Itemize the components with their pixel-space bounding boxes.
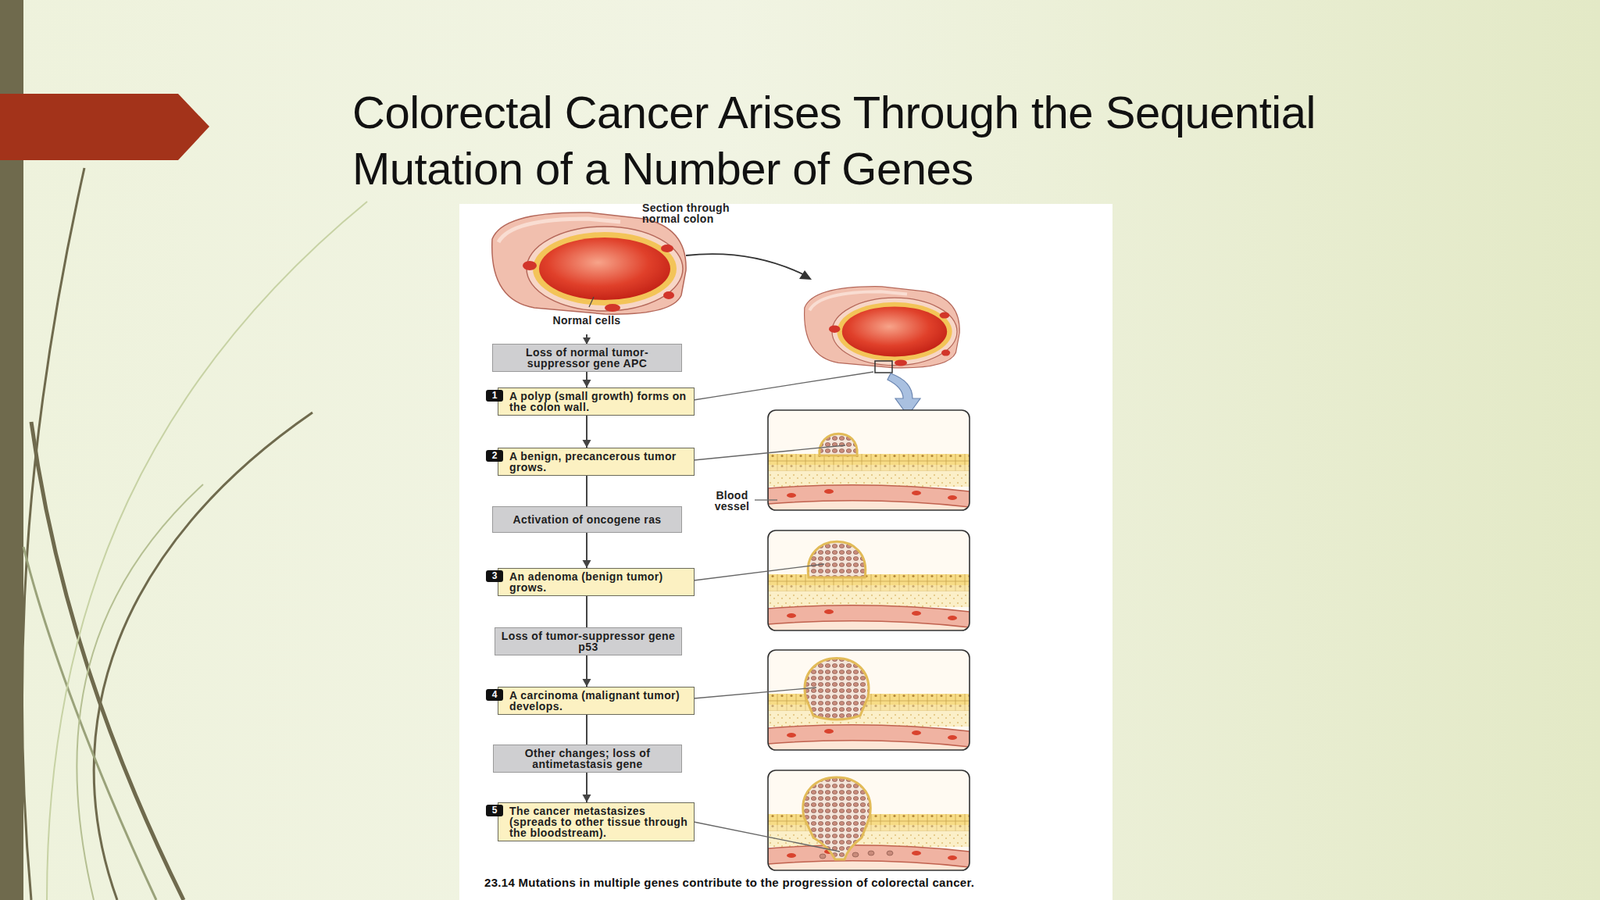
figure-label: Blood vessel (707, 489, 757, 512)
flow-connector (582, 532, 592, 568)
box-text: Other changes; loss of antimetastasis ge… (496, 747, 679, 770)
leader-line (693, 445, 846, 461)
arrow-head (582, 439, 592, 448)
tissue-panel (767, 650, 970, 750)
leader-line (693, 371, 874, 400)
colon-section (492, 212, 686, 315)
box-text: A polyp (small growth) forms on the colo… (509, 389, 687, 414)
callout-number: 2 (485, 450, 504, 462)
box-text: Loss of normal tumor-suppressor gene APC (496, 346, 679, 369)
flow-connector (586, 475, 588, 507)
box-text: A carcinoma (malignant tumor) develops. (509, 689, 680, 713)
deco-curve (46, 201, 368, 900)
flow-line (585, 532, 588, 568)
callout-number: 5 (485, 804, 504, 817)
deco-curve (76, 484, 204, 900)
flow-line (585, 475, 588, 507)
mutation-box: Other changes; loss of antimetastasis ge… (492, 744, 683, 773)
tissue-panel (767, 770, 970, 871)
arrow-head (582, 560, 592, 568)
box-text: A benign, precancerous tumor grows. (509, 450, 677, 474)
arrow-head (582, 379, 592, 388)
figure-label: Normal cells (539, 314, 634, 326)
mutation-box: Activation of oncogene ras (492, 506, 683, 533)
stage-box: 2A benign, precancerous tumor grows. (497, 447, 695, 476)
zoom-arrow (887, 373, 921, 416)
flow-line (585, 714, 588, 745)
flow-line (585, 655, 588, 687)
deco-curve (31, 421, 184, 900)
title-tab (0, 93, 210, 161)
box-text: The cancer metastasizes (spreads to othe… (509, 804, 688, 840)
tissue-panel (767, 410, 970, 511)
flow-line (585, 371, 588, 388)
flow-connector (582, 655, 592, 687)
mutation-box: Loss of normal tumor-suppressor gene APC (492, 343, 683, 372)
mutation-box: Loss of tumor-suppressor gene p53 (494, 627, 683, 656)
leader-line (693, 564, 825, 581)
flow-connector (582, 415, 592, 448)
slide-title: Colorectal Cancer Arises Through the Seq… (352, 84, 1486, 197)
flow-line (585, 415, 588, 448)
flow-connector (582, 772, 592, 803)
flow-line (585, 772, 588, 803)
callout-number: 1 (485, 389, 504, 402)
arrow-head (582, 794, 592, 803)
magnify-marker (875, 360, 893, 373)
flow-line (585, 596, 588, 628)
flow-connector (582, 371, 592, 388)
arrow-head (799, 270, 812, 280)
figure-label: Section through normal colon (642, 202, 760, 225)
box-text: Loss of tumor-suppressor gene p53 (498, 630, 679, 653)
flow-connector (586, 714, 588, 745)
curved-arrow (685, 253, 805, 275)
flow-connector (586, 596, 588, 628)
box-text: Activation of oncogene ras (512, 514, 661, 525)
arrow-head (582, 678, 592, 687)
callout-number: 3 (485, 570, 504, 583)
leader-line (589, 296, 594, 308)
stage-box: 5The cancer metastasizes (spreads to oth… (497, 802, 695, 842)
stage-box: 4A carcinoma (malignant tumor) develops. (497, 686, 695, 715)
leader-line (693, 687, 817, 699)
colon-section (804, 286, 961, 368)
stage-box: 3An adenoma (benign tumor) grows. (497, 567, 695, 597)
leader-line (693, 821, 840, 852)
stage-box: 1A polyp (small growth) forms on the col… (497, 387, 695, 416)
deco-curve (93, 412, 313, 900)
box-text: An adenoma (benign tumor) grows. (509, 570, 664, 594)
figure-caption: 23.14 Mutations in multiple genes contri… (484, 876, 1032, 889)
figure-background (459, 203, 1113, 900)
callout-number: 4 (485, 689, 504, 701)
leader-line (754, 499, 778, 500)
tissue-panel (767, 530, 970, 631)
